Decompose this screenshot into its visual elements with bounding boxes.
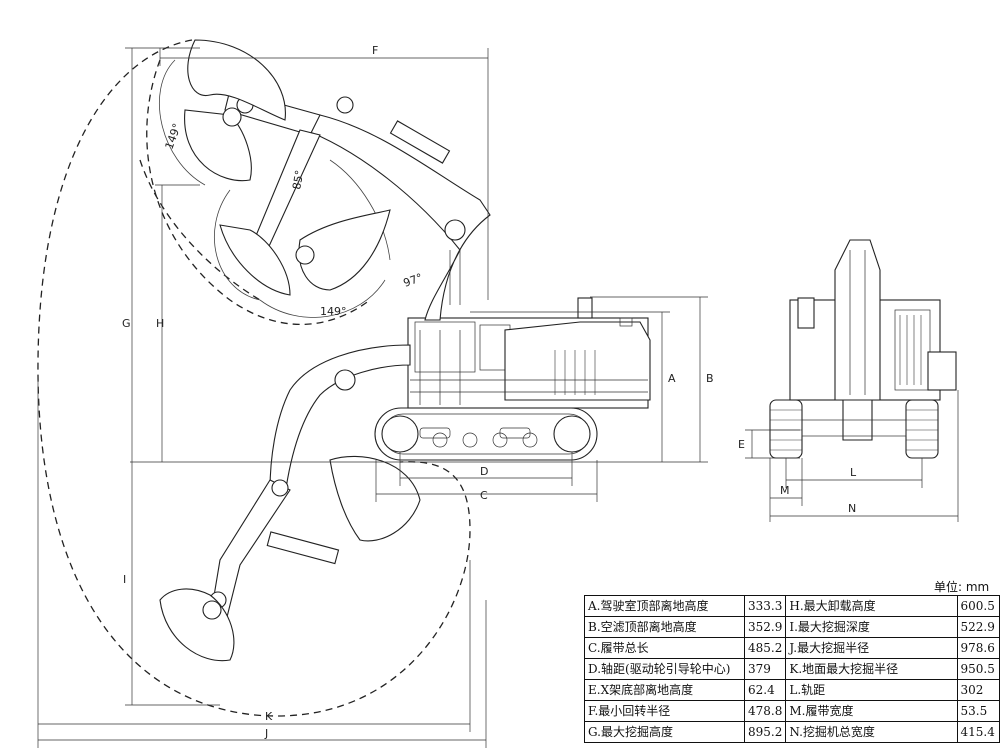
- spec-label: I.最大挖掘深度: [785, 616, 958, 638]
- spec-value: 379: [744, 658, 787, 680]
- dim-letter-K: K: [265, 710, 273, 723]
- spec-value: 522.9: [956, 616, 1000, 638]
- table-row: C.履带总长 485.2 J.最大挖掘半径 978.6: [583, 637, 1000, 659]
- table-row: F.最小回转半径 478.8 M.履带宽度 53.5: [583, 700, 1000, 722]
- dim-letter-C: C: [480, 489, 488, 502]
- dimension-lines: [37, 47, 959, 748]
- spec-label: G.最大挖掘高度: [583, 721, 746, 743]
- spec-value: 485.2: [744, 637, 787, 659]
- table-row: E.X架底部离地高度 62.4 L.轨距 302: [583, 679, 1000, 701]
- angle-149-top: 149°: [163, 122, 184, 151]
- unit-label: 单位: mm: [934, 580, 990, 594]
- table-row: B.空滤顶部离地高度 352.9 I.最大挖掘深度 522.9: [583, 616, 1000, 638]
- spec-label: B.空滤顶部离地高度: [583, 616, 746, 638]
- dim-letter-N: N: [848, 502, 856, 515]
- side-upper-structure: [407, 297, 651, 409]
- dim-letter-A: A: [668, 372, 676, 385]
- angle-149-bottom: 149°: [320, 305, 347, 318]
- spec-label: K.地面最大挖掘半径: [785, 658, 958, 680]
- dimension-letters: F G H A B D C I K J E L M N: [122, 44, 857, 740]
- spec-value: 333.3: [744, 595, 787, 617]
- spec-label: E.X架底部离地高度: [583, 679, 746, 701]
- spec-value: 950.5: [956, 658, 1000, 680]
- dim-letter-D: D: [480, 465, 488, 478]
- angle-85: 85°: [290, 169, 306, 190]
- spec-value: 415.4: [956, 721, 1000, 743]
- bucket-swing-arcs: [159, 59, 391, 318]
- spec-value: 302: [956, 679, 1000, 701]
- spec-label: M.履带宽度: [785, 700, 958, 722]
- dim-letter-L: L: [850, 466, 857, 479]
- spec-value: 478.8: [744, 700, 787, 722]
- lowered-bucket-positions: [159, 455, 421, 662]
- table-row: A.驾驶室顶部离地高度 333.3 H.最大卸载高度 600.5: [583, 595, 1000, 617]
- spec-value: 978.6: [956, 637, 1000, 659]
- dim-letter-H: H: [156, 317, 164, 330]
- dim-letter-G: G: [122, 317, 131, 330]
- front-view: [769, 239, 957, 459]
- raised-bucket-positions: [184, 39, 391, 296]
- spec-label: D.轴距(驱动轮引导轮中心): [583, 658, 746, 680]
- spec-label: H.最大卸载高度: [785, 595, 958, 617]
- table-row: D.轴距(驱动轮引导轮中心) 379 K.地面最大挖掘半径 950.5: [583, 658, 1000, 680]
- spec-label: N.挖掘机总宽度: [785, 721, 958, 743]
- dim-letter-F: F: [372, 44, 378, 57]
- dim-letter-J: J: [264, 727, 268, 740]
- table-row: G.最大挖掘高度 895.2 N.挖掘机总宽度 415.4: [583, 721, 1000, 743]
- angle-97: 97°: [402, 271, 425, 290]
- spec-value: 352.9: [744, 616, 787, 638]
- dim-letter-M: M: [780, 484, 790, 497]
- spec-value: 895.2: [744, 721, 787, 743]
- dim-letter-E: E: [738, 438, 745, 451]
- spec-label: J.最大挖掘半径: [785, 637, 958, 659]
- dim-letter-B: B: [706, 372, 714, 385]
- spec-label: L.轨距: [785, 679, 958, 701]
- spec-table: A.驾驶室顶部离地高度 333.3 H.最大卸载高度 600.5 B.空滤顶部离…: [583, 595, 1000, 743]
- spec-value: 53.5: [956, 700, 1000, 722]
- spec-value: 62.4: [744, 679, 787, 701]
- lowered-boom-stick: [209, 344, 411, 626]
- spec-label: F.最小回转半径: [583, 700, 746, 722]
- side-crawler-track: [374, 407, 598, 461]
- spec-label: C.履带总长: [583, 637, 746, 659]
- dim-letter-I: I: [123, 573, 126, 586]
- spec-value: 600.5: [956, 595, 1000, 617]
- spec-label: A.驾驶室顶部离地高度: [583, 595, 746, 617]
